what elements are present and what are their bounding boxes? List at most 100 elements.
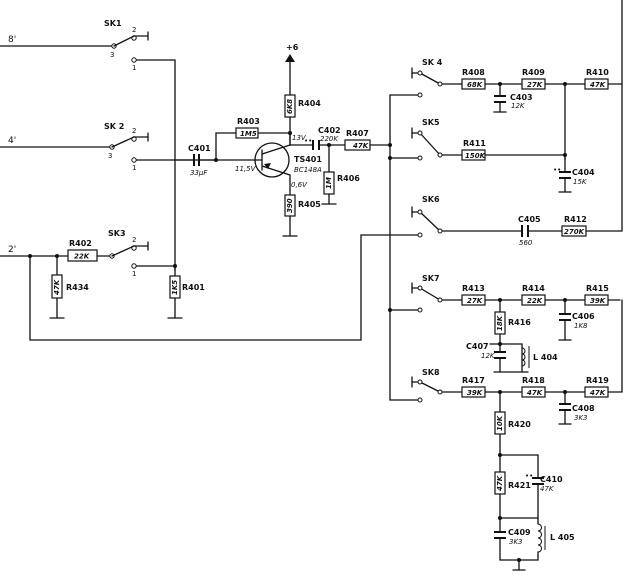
resistor-name: R410 xyxy=(586,68,609,77)
resistor-r407: 47K R407 xyxy=(344,129,371,151)
capacitor-c405: C405 560 xyxy=(518,215,541,247)
wiring xyxy=(0,0,623,571)
switch-label-sk4: SK 4 xyxy=(422,58,443,67)
capacitor-name: C404 xyxy=(572,168,595,177)
switch-sk8[interactable]: SK8 xyxy=(411,368,443,403)
resistor-r402: 22K R402 xyxy=(67,239,98,262)
resistor-r403: 1M5 R403 xyxy=(235,117,260,139)
resistor-value: 22K xyxy=(74,253,90,261)
capacitor-name: C408 xyxy=(572,404,595,413)
resistor-name: R414 xyxy=(522,284,545,293)
resistor-value: 1K5 xyxy=(171,280,179,295)
resistor-value: 270K xyxy=(564,228,585,236)
switch-pin-label: 3 xyxy=(108,152,112,160)
switch-pin-label: 1 xyxy=(132,164,136,172)
switch-sk7[interactable]: SK7 xyxy=(411,274,443,313)
transistor-collector-voltage: 13V xyxy=(292,134,307,142)
resistor-name: R411 xyxy=(463,139,486,148)
resistor-value: 150K xyxy=(465,152,486,160)
switch-label-sk3: SK3 xyxy=(108,229,126,238)
resistor-value: 18K xyxy=(496,315,504,331)
input-label-8: 8' xyxy=(8,35,16,45)
capacitor-value: 12K xyxy=(511,102,526,110)
switch-label-sk7: SK7 xyxy=(422,274,440,283)
capacitor-value: 47K xyxy=(540,485,555,493)
capacitor-c407: C407 12K xyxy=(466,342,506,360)
transistor-ts401: TS401 BC148A 13V 11,5V 0,6V xyxy=(235,134,322,189)
transistor-type: BC148A xyxy=(294,166,322,174)
resistor-r411: 150K R411 xyxy=(461,139,486,161)
resistor-name: R419 xyxy=(586,376,609,385)
switch-pin-label: 1 xyxy=(132,270,136,278)
capacitor-c410: •• C410 47K xyxy=(525,472,563,493)
resistor-value: 1M xyxy=(325,177,333,189)
capacitor-value: 220K xyxy=(320,135,339,143)
capacitor-name: C410 xyxy=(540,475,563,484)
inductor-l404: L 404 xyxy=(521,344,558,372)
resistor-name: R401 xyxy=(182,283,205,292)
resistor-r416: 18K R416 xyxy=(494,311,531,335)
input-label-4: 4' xyxy=(8,136,16,146)
resistor-value: 27K xyxy=(527,81,543,89)
capacitor-value: 1K8 xyxy=(574,322,588,330)
resistor-name: R404 xyxy=(298,99,321,108)
resistor-value: 22K xyxy=(527,297,543,305)
switch-pin-label: 2 xyxy=(132,127,136,135)
switch-sk3[interactable]: SK3 2 1 xyxy=(108,229,149,278)
resistor-value: 47K xyxy=(590,81,606,89)
resistor-r408: 68K R408 xyxy=(461,68,486,90)
resistor-value: 39K xyxy=(467,389,483,397)
capacitor-name: C403 xyxy=(510,93,533,102)
switch-sk6[interactable]: SK6 xyxy=(411,195,443,238)
switch-sk1[interactable]: SK1 2 3 1 xyxy=(104,19,149,72)
resistor-r421: 47K R421 xyxy=(494,471,531,495)
resistor-value: 47K xyxy=(527,389,543,397)
capacitor-c401: C401 33µF xyxy=(174,144,211,177)
resistor-name: R406 xyxy=(337,174,360,183)
resistor-name: R408 xyxy=(462,68,485,77)
capacitor-c408: C408 3K3 xyxy=(559,403,595,422)
resistor-name: R412 xyxy=(564,215,587,224)
transistor-base-voltage: 11,5V xyxy=(235,165,257,173)
transistor-name: TS401 xyxy=(294,155,322,164)
switch-label-sk2: SK 2 xyxy=(104,122,124,131)
capacitor-c402: •• C402 220K xyxy=(304,126,341,150)
switch-sk5[interactable]: SK5 xyxy=(411,118,443,161)
resistor-r401: 1K5 R401 xyxy=(169,275,205,299)
resistor-r418: 47K R418 xyxy=(521,376,546,398)
capacitor-c403: C403 12K xyxy=(494,93,533,110)
capacitor-value: 3K3 xyxy=(509,538,523,546)
resistor-r410: 47K R410 xyxy=(584,68,609,90)
capacitor-name: C401 xyxy=(188,144,211,153)
resistor-name: R418 xyxy=(522,376,545,385)
switch-pin-label: 1 xyxy=(132,64,136,72)
inductor-name: L 405 xyxy=(550,533,575,542)
resistor-r420: 10K R420 xyxy=(494,411,531,435)
resistor-r409: 27K R409 xyxy=(521,68,546,90)
resistor-name: R415 xyxy=(586,284,609,293)
resistor-value: 68K xyxy=(467,81,483,89)
switch-sk2[interactable]: SK 2 2 3 1 xyxy=(104,122,149,172)
resistor-r406: 1M R406 xyxy=(323,171,360,195)
resistor-name: R413 xyxy=(462,284,485,293)
switch-sk4[interactable]: SK 4 xyxy=(411,58,443,98)
resistor-r417: 39K R417 xyxy=(461,376,486,398)
resistor-value: 47K xyxy=(53,279,61,295)
capacitor-c406: C406 1K8 xyxy=(559,312,595,330)
resistor-value: 47K xyxy=(496,475,504,491)
resistor-r415: 39K R415 xyxy=(584,284,609,306)
inductor-name: L 404 xyxy=(533,353,558,362)
resistor-value: 1M5 xyxy=(240,130,257,138)
svg-text:••: •• xyxy=(304,137,312,145)
resistor-name: R420 xyxy=(508,420,531,429)
resistor-r419: 47K R419 xyxy=(584,376,609,398)
capacitor-name: C405 xyxy=(518,215,541,224)
capacitor-c404: •• C404 15K xyxy=(553,166,595,186)
switch-pin-label: 2 xyxy=(132,26,136,34)
supply-arrow: +6 xyxy=(285,43,299,68)
resistor-value: 47K xyxy=(590,389,606,397)
resistor-name: R416 xyxy=(508,318,531,327)
switch-pin-label: 2 xyxy=(132,236,136,244)
capacitor-name: C409 xyxy=(508,528,531,537)
